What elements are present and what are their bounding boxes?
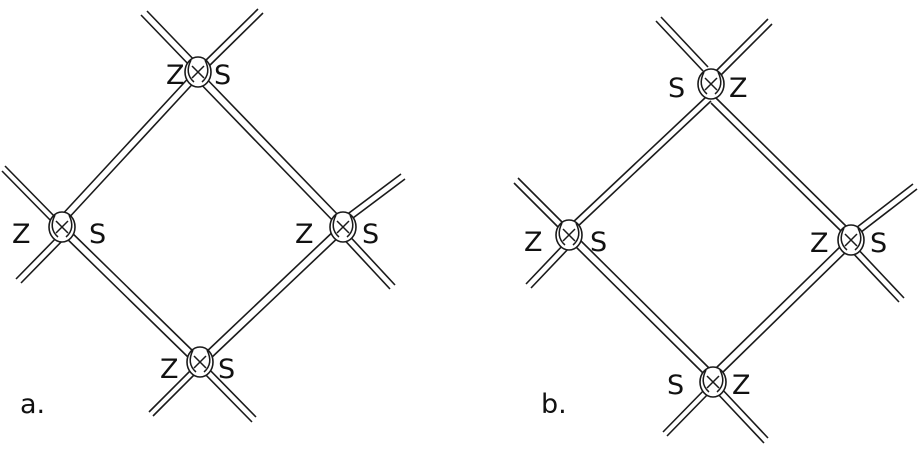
panel-a-mesh-strands	[1, 8, 406, 423]
panel-b-knot-top	[697, 68, 725, 100]
panel-b-knot-top-right-label: Z	[729, 73, 748, 104]
panel-b-knot-bottom-right-label: Z	[732, 370, 751, 401]
panel-b-label: b.	[541, 389, 567, 420]
panel-a-knot-top-right-label: S	[214, 60, 231, 91]
panel-b-knot-right-left-label: Z	[810, 228, 829, 259]
panel-b-knot-bottom	[699, 366, 727, 398]
panel-a-knot-top-left-label: Z	[166, 60, 185, 91]
panel-a-knot-left	[48, 211, 76, 243]
panel-a-knot-bottom-left-label: Z	[160, 354, 179, 385]
panel-b-knot-left-right-label: S	[590, 227, 607, 258]
panel-a-label: a.	[20, 389, 45, 420]
panel-b-knot-top-left-label: S	[668, 73, 685, 104]
panel-a-knot-bottom	[186, 346, 214, 378]
panel-a-knot-left-right-label: S	[89, 219, 106, 250]
panel-a-knot-right	[329, 211, 357, 243]
panel-a-knot-right-right-label: S	[362, 219, 379, 250]
panel-b-knot-left	[555, 219, 583, 251]
panel-b-knot-right-right-label: S	[870, 228, 887, 259]
panel-a-knot-left-left-label: Z	[12, 219, 31, 250]
panel-b-knot-bottom-left-label: S	[667, 370, 684, 401]
panel-a-knot-right-left-label: Z	[295, 219, 314, 250]
panel-a-knot-bottom-right-label: S	[218, 354, 235, 385]
panel-b-mesh-strands	[513, 16, 918, 444]
panel-a: Z S Z S Z S Z S a.	[1, 8, 406, 423]
panel-b-knot-left-left-label: Z	[524, 227, 543, 258]
panel-b: S Z Z S Z S S Z b.	[513, 16, 918, 444]
panel-b-knot-right	[837, 224, 865, 256]
panel-a-knot-top	[184, 56, 212, 88]
